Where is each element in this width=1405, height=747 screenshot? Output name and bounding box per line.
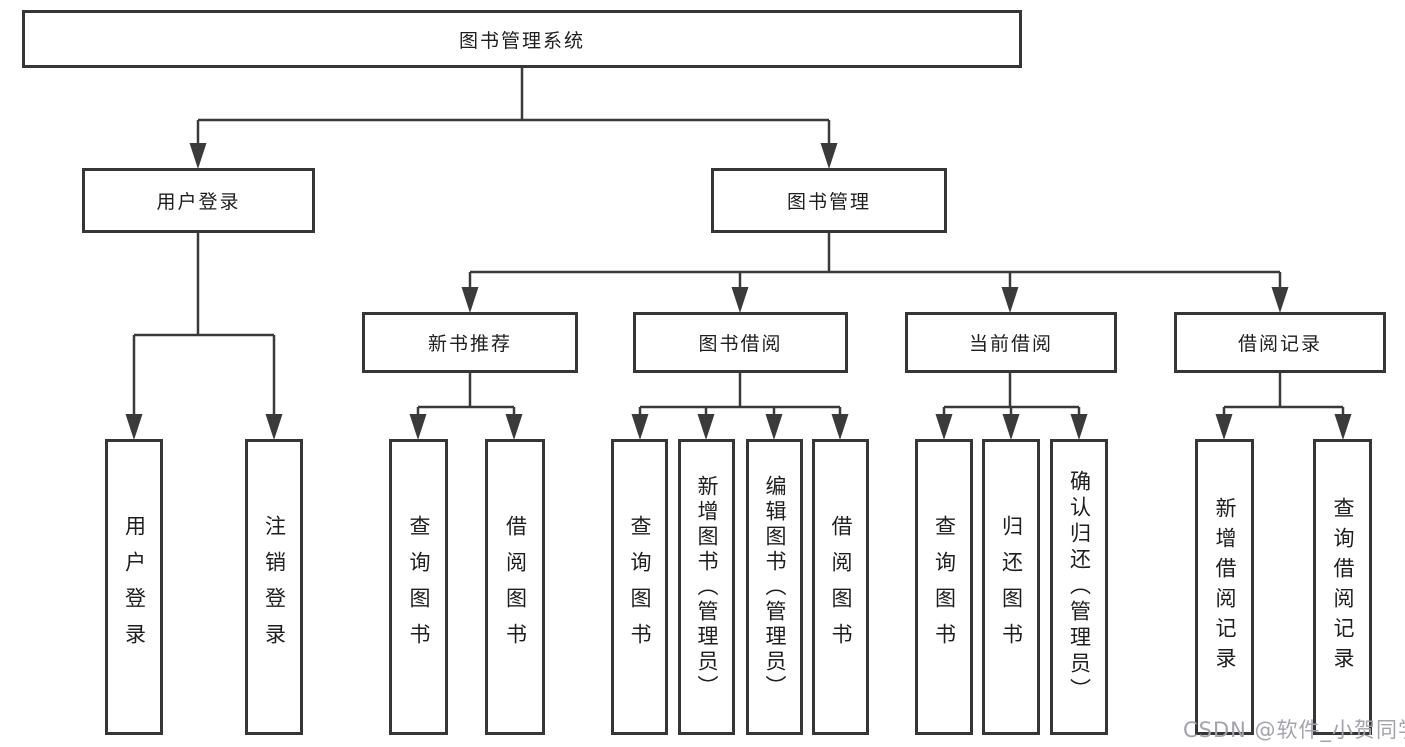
node-logout-leaf: 注销登录 — [245, 439, 303, 735]
node-label: 归还图书 — [999, 515, 1024, 659]
node-label: 借阅图书 — [503, 515, 528, 659]
node-label: 借阅图书 — [829, 515, 853, 659]
node-confirm-return-admin: 确认归还（管理员） — [1050, 439, 1108, 735]
node-label: 图书借阅 — [698, 333, 783, 355]
node-label: 确认归还（管理员） — [1067, 470, 1092, 704]
node-label: 新增图书（管理员） — [695, 474, 719, 700]
node-book-borrowing: 图书借阅 — [633, 312, 848, 373]
node-query-books-borrow: 查询图书 — [611, 439, 668, 735]
node-edit-books-admin: 编辑图书（管理员） — [746, 439, 803, 735]
node-user-login: 用户登录 — [82, 168, 315, 233]
node-label: 用户登录 — [122, 515, 147, 659]
node-label: 编辑图书（管理员） — [763, 474, 787, 700]
node-label: 查询图书 — [628, 515, 652, 659]
node-label: 查询图书 — [932, 515, 957, 659]
node-label: 用户登录 — [156, 191, 241, 213]
node-query-books-newbook: 查询图书 — [389, 439, 448, 735]
node-borrow-books-borrow: 借阅图书 — [812, 439, 869, 735]
node-user-login-leaf: 用户登录 — [105, 439, 163, 735]
node-current-borrowing: 当前借阅 — [905, 312, 1117, 373]
node-label: 借阅记录 — [1237, 333, 1322, 355]
node-borrowing-records: 借阅记录 — [1174, 312, 1386, 373]
node-query-borrow-record: 查询借阅记录 — [1313, 439, 1372, 735]
node-label: 图书管理系统 — [458, 29, 585, 52]
node-add-borrow-record: 新增借阅记录 — [1195, 439, 1254, 735]
node-new-book-recommend: 新书推荐 — [362, 312, 578, 373]
node-add-books-admin: 新增图书（管理员） — [678, 439, 735, 735]
node-label: 查询图书 — [407, 515, 431, 659]
node-library-management-system: 图书管理系统 — [22, 10, 1022, 68]
node-label: 图书管理 — [786, 191, 871, 213]
node-book-management: 图书管理 — [711, 168, 947, 233]
csdn-watermark: CSDN @软件_小贺同学 — [1183, 718, 1405, 742]
node-query-books-current: 查询图书 — [915, 439, 973, 735]
node-label: 查询借阅记录 — [1331, 497, 1355, 677]
node-borrow-books-newbook: 借阅图书 — [485, 439, 545, 735]
node-label: 新增借阅记录 — [1213, 497, 1237, 677]
node-label: 注销登录 — [262, 515, 287, 659]
node-label: 当前借阅 — [968, 333, 1053, 355]
node-label: 新书推荐 — [427, 333, 512, 355]
node-return-books: 归还图书 — [982, 439, 1040, 735]
